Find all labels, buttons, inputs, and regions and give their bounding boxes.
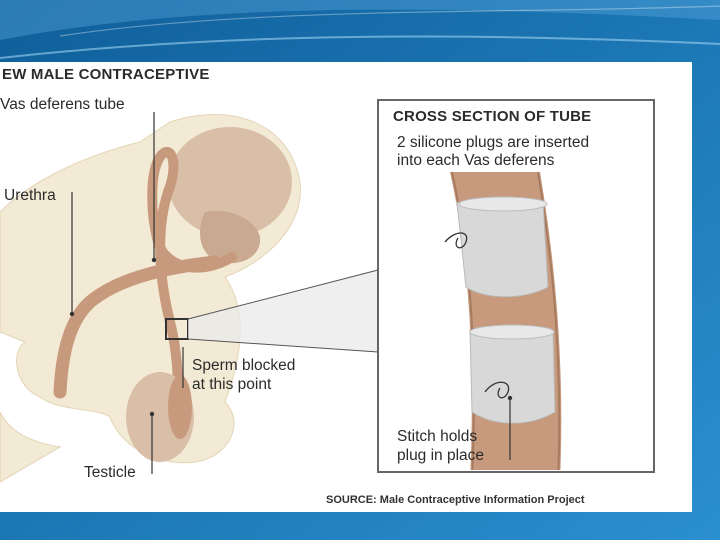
- source-credit: SOURCE: Male Contraceptive Information P…: [326, 494, 585, 506]
- thigh-outline: [0, 411, 62, 483]
- zoom-line-bottom: [187, 338, 379, 353]
- anatomy-diagram: [0, 99, 655, 483]
- silicone-plug-lower: [469, 329, 556, 424]
- prostate: [200, 210, 261, 264]
- zoom-wedge: [188, 270, 378, 352]
- sperm-blocked-label-1: Sperm blocked: [192, 357, 296, 374]
- inset-title: CROSS SECTION OF TUBE: [393, 108, 592, 125]
- testicle-label: Testicle: [84, 464, 136, 481]
- inset-desc-line2: into each Vas deferens: [397, 152, 555, 169]
- epididymis: [168, 375, 192, 439]
- sperm-blocked-label-2: at this point: [192, 376, 272, 393]
- figure-title: EW MALE CONTRACEPTIVE: [2, 66, 210, 83]
- inset-desc-line1: 2 silicone plugs are inserted: [397, 134, 590, 151]
- urethra-label: Urethra: [4, 187, 56, 204]
- stitch-label-2: plug in place: [397, 447, 485, 464]
- stitch-lower: [484, 381, 510, 399]
- contraceptive-figure: EW MALE CONTRACEPTIVE Vas deferens tube …: [0, 62, 692, 512]
- stitch-upper: [444, 232, 468, 249]
- bladder: [168, 127, 292, 237]
- zoom-line-top: [187, 269, 379, 320]
- stitch-label-1: Stitch holds: [397, 428, 478, 445]
- silicone-plug-upper: [456, 201, 549, 298]
- vas-deferens-label: Vas deferens tube: [0, 96, 125, 113]
- vas-deferens-tube: [147, 146, 237, 397]
